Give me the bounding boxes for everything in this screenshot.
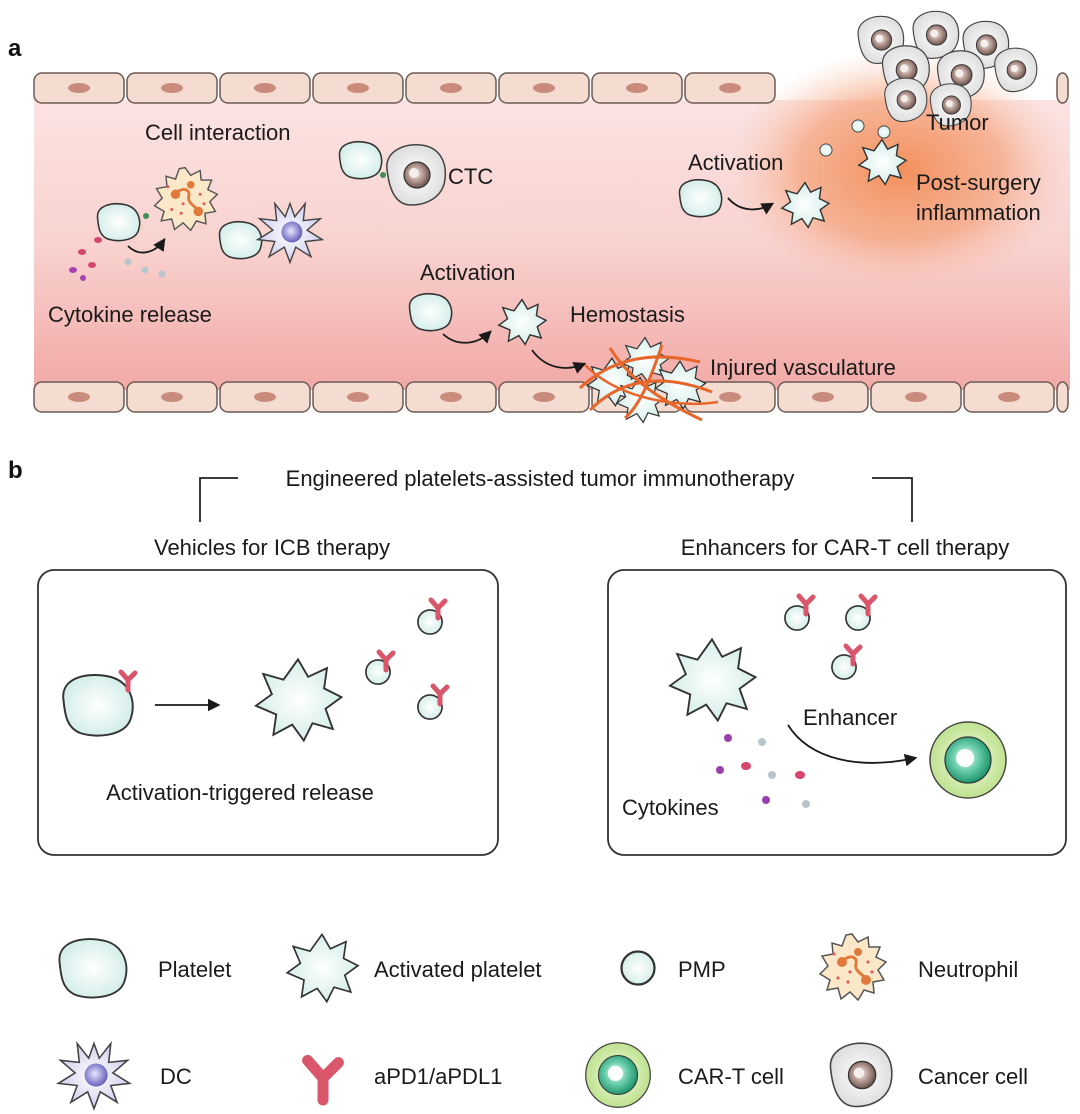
endothelial-nucleus <box>626 83 648 93</box>
heading-enhancers-cart: Enhancers for CAR-T cell therapy <box>681 535 1010 560</box>
label-ctc: CTC <box>448 164 493 189</box>
legend-label-car-t-cell: CAR-T cell <box>678 1064 784 1089</box>
legend-activated-platelet-icon <box>286 933 359 1003</box>
icb-box <box>37 569 499 856</box>
vessel-wall-bottom <box>33 381 1069 413</box>
platelet-icon <box>96 203 141 242</box>
label-post-surgery: Post-surgery <box>916 170 1041 195</box>
cart-box <box>607 569 1067 856</box>
label-injured-vasculature: Injured vasculature <box>710 355 896 380</box>
legend-label-platelet: Platelet <box>158 957 231 982</box>
endothelial-nucleus <box>440 83 462 93</box>
legend-car-t-cell-icon <box>585 1042 651 1108</box>
enhancer-arrow <box>787 724 918 767</box>
endothelial-nucleus <box>719 392 741 402</box>
bracket-right <box>872 477 913 522</box>
legend-pmp-icon <box>620 950 656 986</box>
endothelial-nucleus <box>440 392 462 402</box>
endothelial-nucleus <box>68 392 90 402</box>
endothelial-nucleus <box>161 83 183 93</box>
legend-cancer-cell-icon <box>829 1042 893 1108</box>
endothelial-nucleus <box>719 83 741 93</box>
label-cell-interaction: Cell interaction <box>145 120 291 145</box>
activation-arrow-top <box>727 197 775 215</box>
cytokines-right <box>716 734 810 808</box>
platelet-icon <box>338 141 383 180</box>
contact-dot <box>143 213 149 219</box>
endothelial-nucleus <box>812 392 834 402</box>
cancer-cell-icon <box>386 143 447 206</box>
platelet-icon <box>678 179 723 218</box>
legend-label-pmp: PMP <box>678 957 726 982</box>
endothelial-cell <box>1056 72 1069 104</box>
platelet-icon <box>62 674 134 737</box>
label-cytokines: Cytokines <box>622 795 719 820</box>
legend-neutrophil-icon <box>818 932 888 1002</box>
interaction-arrow <box>127 237 166 254</box>
label-activation-triggered-release: Activation-triggered release <box>106 780 374 805</box>
activated-platelet-icon <box>669 638 757 722</box>
activated-platelet-icon <box>255 658 343 742</box>
inflammation-glow <box>730 50 1070 290</box>
legend-label-activated-platelet: Activated platelet <box>374 957 542 982</box>
endothelial-nucleus <box>347 83 369 93</box>
platelet-icon <box>408 293 453 332</box>
hemostasis-arrow <box>531 349 587 374</box>
legend: Platelet Activated platelet PMP Neutroph… <box>57 932 1028 1110</box>
endothelial-cell <box>1056 381 1069 413</box>
endothelial-nucleus <box>68 83 90 93</box>
endothelial-nucleus <box>533 83 555 93</box>
label-hemostasis: Hemostasis <box>570 302 685 327</box>
activation-arrow-mid <box>442 330 492 344</box>
endothelial-nucleus <box>254 83 276 93</box>
car-t-cell-icon <box>929 721 1007 799</box>
legend-platelet-icon <box>58 938 128 999</box>
legend-label-neutrophil: Neutrophil <box>918 957 1018 982</box>
endothelial-nucleus <box>347 392 369 402</box>
label-cytokine-release: Cytokine release <box>48 302 212 327</box>
legend-dc-icon <box>57 1042 131 1110</box>
legend-label-cancer-cell: Cancer cell <box>918 1064 1028 1089</box>
label-activation-top: Activation <box>688 150 783 175</box>
legend-apd1-icon <box>308 1060 339 1100</box>
vessel-wall-top <box>33 72 1069 104</box>
legend-label-apd1: aPD1/aPDL1 <box>374 1064 502 1089</box>
endothelial-nucleus <box>905 392 927 402</box>
label-tumor: Tumor <box>926 110 989 135</box>
bracket-left <box>199 477 238 522</box>
endothelial-nucleus <box>533 392 555 402</box>
legend-label-dc: DC <box>160 1064 192 1089</box>
endothelial-nucleus <box>161 392 183 402</box>
endothelial-nucleus <box>254 392 276 402</box>
blood-clot <box>578 337 719 423</box>
contact-dot <box>380 172 386 178</box>
label-enhancer: Enhancer <box>803 705 897 730</box>
platelet-icon <box>218 221 263 260</box>
panel-b-letter: b <box>8 457 23 484</box>
heading-vehicles-icb: Vehicles for ICB therapy <box>154 535 390 560</box>
label-inflammation: inflammation <box>916 200 1041 225</box>
panel-b-title: Engineered platelets-assisted tumor immu… <box>286 466 795 491</box>
cytokines-left <box>69 237 166 281</box>
endothelial-nucleus <box>998 392 1020 402</box>
panel-a-letter: a <box>8 35 22 62</box>
label-activation-mid: Activation <box>420 260 515 285</box>
